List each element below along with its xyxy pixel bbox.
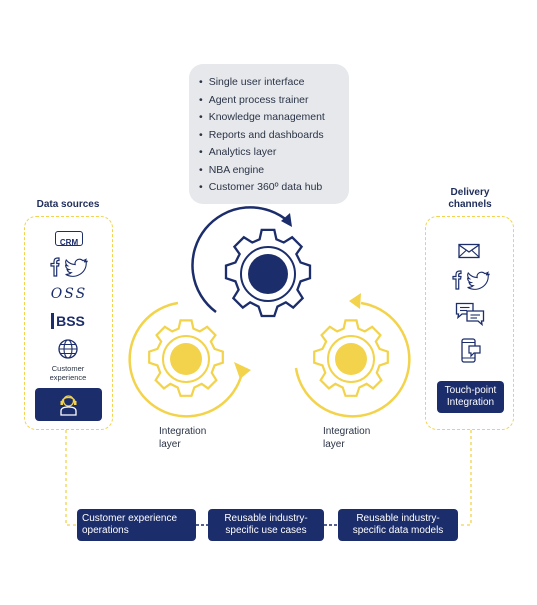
twitter-icon: [467, 271, 490, 290]
feature-item: NBA engine: [199, 162, 349, 180]
facebook-icon: [452, 270, 462, 290]
oss-label: OSS: [50, 286, 88, 302]
integration-layer-caption-right: Integration layer: [323, 426, 371, 450]
social-icons-delivery: [452, 270, 490, 290]
globe-icon: [58, 339, 78, 359]
arrow-head: [281, 213, 292, 227]
bss-label: BSS: [51, 313, 85, 329]
feature-list: Single user interface Agent process trai…: [189, 64, 349, 197]
data-sources-panel: [24, 216, 113, 430]
feature-item: Customer 360º data hub: [199, 179, 349, 197]
connector-left: [65, 430, 80, 526]
use-cases-box: Reusable industry-specific use cases: [208, 509, 324, 541]
facebook-icon: [50, 257, 60, 277]
agent-headset-icon: [60, 395, 77, 416]
crm-label: CRM: [59, 238, 79, 247]
delivery-channels-panel: [425, 216, 514, 430]
feature-list-card: Single user interface Agent process trai…: [189, 64, 349, 204]
social-icons: [50, 257, 88, 277]
data-models-box: Reusable industry-specific data models: [338, 509, 458, 541]
core-gear: [191, 206, 312, 318]
connector-right: [458, 430, 472, 526]
twitter-icon: [65, 258, 88, 277]
customer-experience-operations-box: Customer experience operations: [77, 509, 196, 541]
integration-gear-left: [128, 301, 251, 418]
integration-layer-caption-left: Integration layer: [159, 426, 207, 450]
arrow-head: [234, 362, 251, 379]
feature-item: Agent process trainer: [199, 92, 349, 110]
customer-experience-label: Customer experience: [49, 364, 87, 382]
email-icon: [458, 243, 480, 259]
feature-item: Knowledge management: [199, 109, 349, 127]
feature-item: Single user interface: [199, 74, 349, 92]
delivery-channels-title: Delivery channels: [448, 187, 492, 210]
data-sources-title: Data sources: [36, 199, 100, 210]
agent-tile: [35, 388, 102, 421]
crm-icon: CRM: [55, 231, 83, 247]
bss-icon: BSS: [46, 313, 90, 331]
arrow-head: [349, 293, 361, 309]
feature-item: Analytics layer: [199, 144, 349, 162]
touchpoint-integration-tile: Touch-point Integration: [437, 381, 504, 413]
mobile-phone-icon: [461, 338, 481, 363]
feature-item: Reports and dashboards: [199, 127, 349, 145]
chat-bubbles-icon: [455, 302, 485, 326]
integration-gear-right: [294, 293, 411, 418]
